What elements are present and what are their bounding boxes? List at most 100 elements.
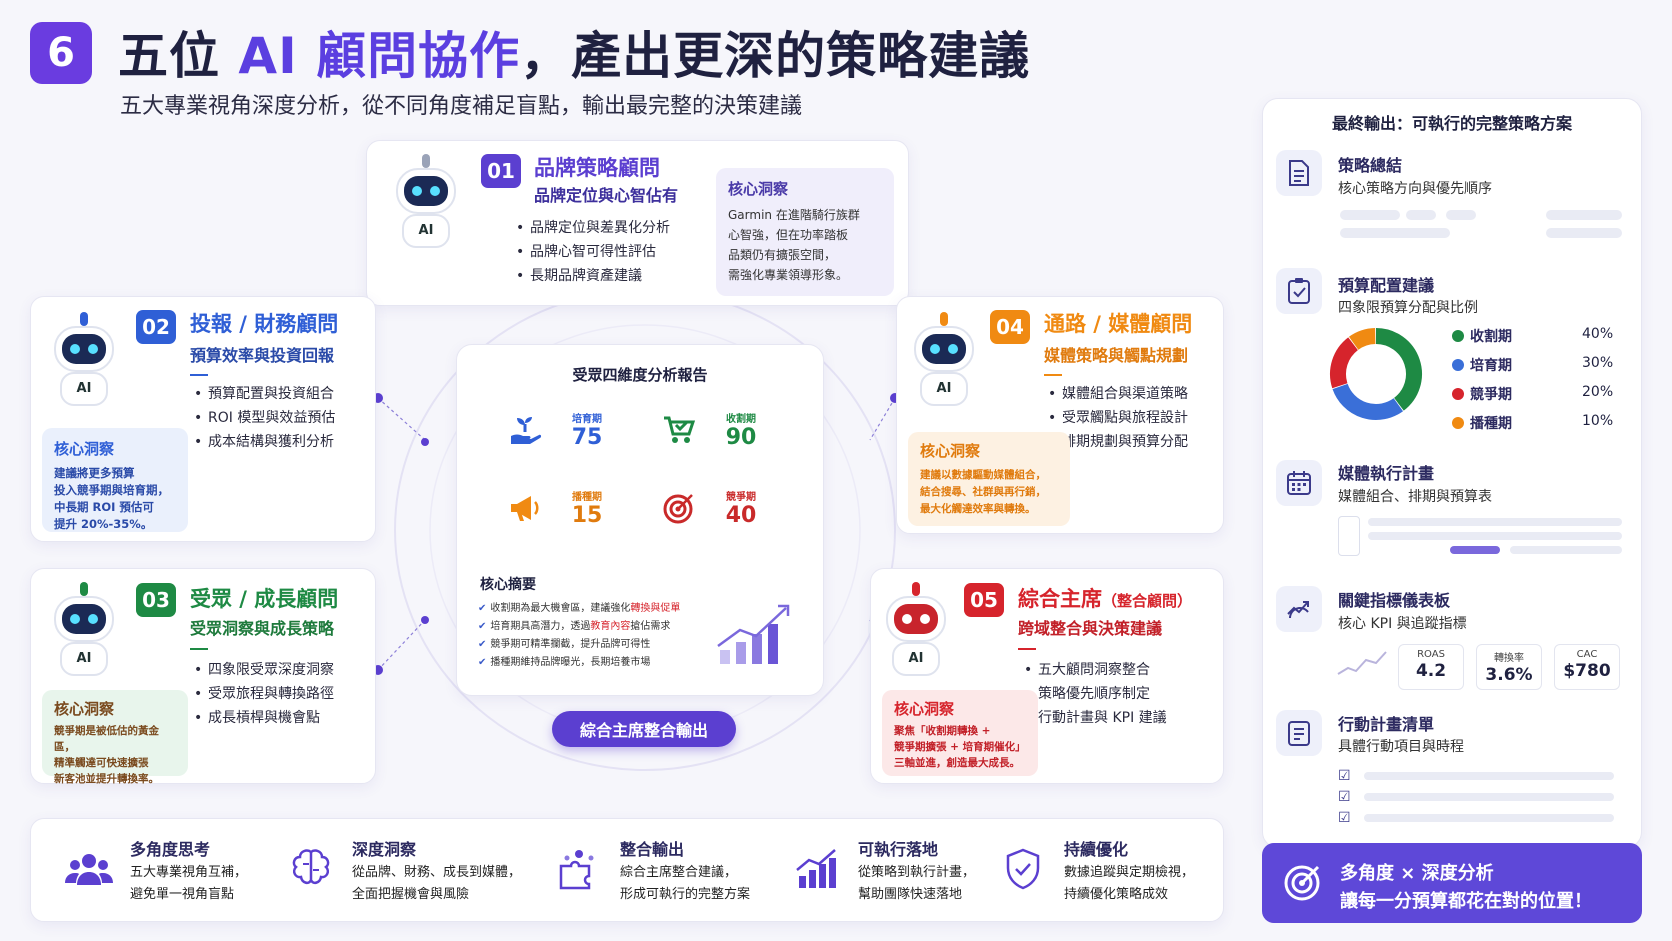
bullet-item: 成本結構與獲利分析 xyxy=(194,430,335,454)
advisor-bullets: 五大顧問洞察整合 策略優先順序制定 行動計畫與 KPI 建議 xyxy=(1024,658,1167,730)
bullet-item: 策略優先順序制定 xyxy=(1024,682,1167,706)
cart-icon xyxy=(659,410,699,450)
kpi-value: $780 xyxy=(1563,661,1611,681)
robot-label: AI xyxy=(60,642,108,676)
summary-list: ✔收割期為最大機會區，建議強化轉換與促單 ✔培育期具高潛力，透過教育內容搶佔需求… xyxy=(478,600,680,672)
integrated-output-button[interactable]: 綜合主席整合輸出 xyxy=(552,711,736,747)
insight-heading: 核心洞察 xyxy=(728,180,789,198)
title-part: ，產出更深的策略建議 xyxy=(520,27,1031,85)
timeline-bar-active xyxy=(1450,546,1500,554)
summary-text: 播種期維持品牌曝光，長期培養市場 xyxy=(490,657,651,668)
feature-line: 形成可執行的完整方案 xyxy=(620,887,751,902)
advisor-number: 02 xyxy=(136,310,176,344)
insight-heading: 核心洞察 xyxy=(54,440,115,458)
checkbox-checked[interactable]: ☑ xyxy=(1338,789,1351,805)
insight-line: 提升 20%-35%。 xyxy=(54,517,153,531)
tile-value: 40 xyxy=(725,503,757,528)
summary-text: 競爭期可精準攔截，提升品牌可得性 xyxy=(490,639,651,650)
placeholder-bar xyxy=(1546,210,1622,220)
feature-line: 持續優化策略成效 xyxy=(1064,887,1169,902)
section-subtitle: 核心策略方向與優先順序 xyxy=(1338,181,1492,197)
feature-heading: 可執行落地 xyxy=(858,840,939,859)
checkbox-checked[interactable]: ☑ xyxy=(1338,810,1351,826)
legend-value: 10% xyxy=(1582,413,1614,429)
checkbox-checked[interactable]: ☑ xyxy=(1338,768,1351,784)
page-title: 五位 AI 顧問協作，產出更深的策略建議 xyxy=(118,16,1030,88)
section-heading: 預算配置建議 xyxy=(1338,276,1435,295)
accent-dash xyxy=(1044,374,1062,376)
feature-line: 避免單一視角盲點 xyxy=(130,887,235,902)
advisor-number: 05 xyxy=(964,583,1004,617)
kpi-value: 3.6% xyxy=(1485,665,1533,685)
advisor-bullets: 品牌定位與差異化分析 品牌心智可得性評估 長期品牌資產建議 xyxy=(516,216,670,288)
legend-dot xyxy=(1452,330,1464,342)
tile-value: 15 xyxy=(571,503,603,528)
section-subtitle: 四象限預算分配與比例 xyxy=(1338,300,1478,316)
insight-line: 中長期 ROI 預估可 xyxy=(54,500,154,514)
robot-label: AI xyxy=(892,642,940,676)
check-icon: ✔ xyxy=(478,639,487,650)
dashboard-icon xyxy=(1276,586,1322,632)
bullet-item: 品牌定位與差異化分析 xyxy=(516,216,670,240)
advisor-title-text: 綜合主席 xyxy=(1018,587,1102,611)
step-badge: 6 xyxy=(30,22,92,84)
legend-name: 收割期 xyxy=(1470,329,1512,345)
insight-heading: 核心洞察 xyxy=(894,700,955,718)
section-heading: 關鍵指標儀表板 xyxy=(1338,591,1451,610)
feature-line: 從策略到執行計畫， xyxy=(858,865,976,880)
title-part: 五位 xyxy=(118,27,239,85)
legend-item: 競爭期 xyxy=(1452,384,1512,404)
insight-line: 精準觸達可快速擴張 xyxy=(54,757,149,769)
cta-line-2: 讓每一分預算都花在對的位置！ xyxy=(1340,891,1592,912)
accent-dash xyxy=(190,648,208,650)
accent-dash xyxy=(1018,648,1036,650)
placeholder-bar xyxy=(1446,210,1476,220)
advisor-title: 綜合主席（整合顧問） xyxy=(1018,583,1192,613)
kpi-cac: CAC$780 xyxy=(1554,644,1620,690)
feature-line: 全面把握機會與風險 xyxy=(352,887,470,902)
checkbox-list: ☑ ☑ ☑ xyxy=(1338,766,1351,829)
bullet-item: 五大顧問洞察整合 xyxy=(1024,658,1167,682)
summary-item: ✔播種期維持品牌曝光，長期培養市場 xyxy=(478,654,680,672)
placeholder-bar xyxy=(1340,228,1450,238)
summary-item: ✔收割期為最大機會區，建議強化轉換與促單 xyxy=(478,600,680,618)
tile-value: 90 xyxy=(725,425,757,450)
feature-body: 綜合主席整合建議， 形成可執行的完整方案 xyxy=(620,862,750,906)
document-icon xyxy=(1276,150,1322,196)
feature-heading: 深度洞察 xyxy=(352,840,417,859)
insight-line: 聚焦「收割期轉換 + xyxy=(894,725,991,737)
insight-line: Garmin 在進階騎行族群 xyxy=(728,208,860,222)
insight-line: 需強化專業領導形象。 xyxy=(728,268,849,282)
placeholder-bar xyxy=(1406,210,1436,220)
insight-box: 核心洞察 建議以數據驅動媒體組合， 結合搜尋、社群與再行銷， 最大化觸達效率與轉… xyxy=(908,432,1070,526)
bullet-item: 行動計畫與 KPI 建議 xyxy=(1024,706,1167,730)
summary-highlight: 教育內容 xyxy=(590,621,631,632)
kpi-label: ROAS xyxy=(1417,649,1445,660)
robot-avatar: AI xyxy=(36,578,132,682)
final-output-title: 最終輸出：可執行的完整策略方案 xyxy=(1331,114,1572,133)
bullet-item: 受眾旅程與轉換路徑 xyxy=(194,682,334,706)
report-title: 受眾四維度分析報告 xyxy=(572,366,708,384)
legend-item: 收割期 xyxy=(1452,326,1512,346)
bullet-item: 預算配置與投資組合 xyxy=(194,382,335,406)
bullet-item: ROI 模型與效益預估 xyxy=(194,406,335,430)
insight-line: 投入競爭期與培育期， xyxy=(54,483,169,497)
summary-item: ✔競爭期可精準攔截，提升品牌可得性 xyxy=(478,636,680,654)
insight-box: 核心洞察 Garmin 在進階騎行族群 心智強，但在功率踏板 品類仍有擴張空間，… xyxy=(716,168,894,296)
puzzle-icon xyxy=(552,842,606,896)
insight-line: 競爭期擴張 + 培育期催化」 xyxy=(894,741,1026,753)
legend-name: 播種期 xyxy=(1470,416,1512,432)
placeholder-bar xyxy=(1340,210,1400,220)
feature-line: 綜合主席整合建議， xyxy=(620,865,738,880)
feature-line: 數據追蹤與定期檢視， xyxy=(1064,865,1195,880)
robot-label: AI xyxy=(402,214,450,248)
title-highlight: AI 顧問協作 xyxy=(238,27,521,85)
feature-line: 五大專業視角互補， xyxy=(130,865,248,880)
section-subtitle: 核心 KPI 與追蹤指標 xyxy=(1338,616,1467,632)
feature-line: 從品牌、財務、成長到媒體， xyxy=(352,865,522,880)
insight-line: 心智強，但在功率踏板 xyxy=(728,228,849,242)
advisor-title: 投報 / 財務顧問 xyxy=(190,312,339,336)
